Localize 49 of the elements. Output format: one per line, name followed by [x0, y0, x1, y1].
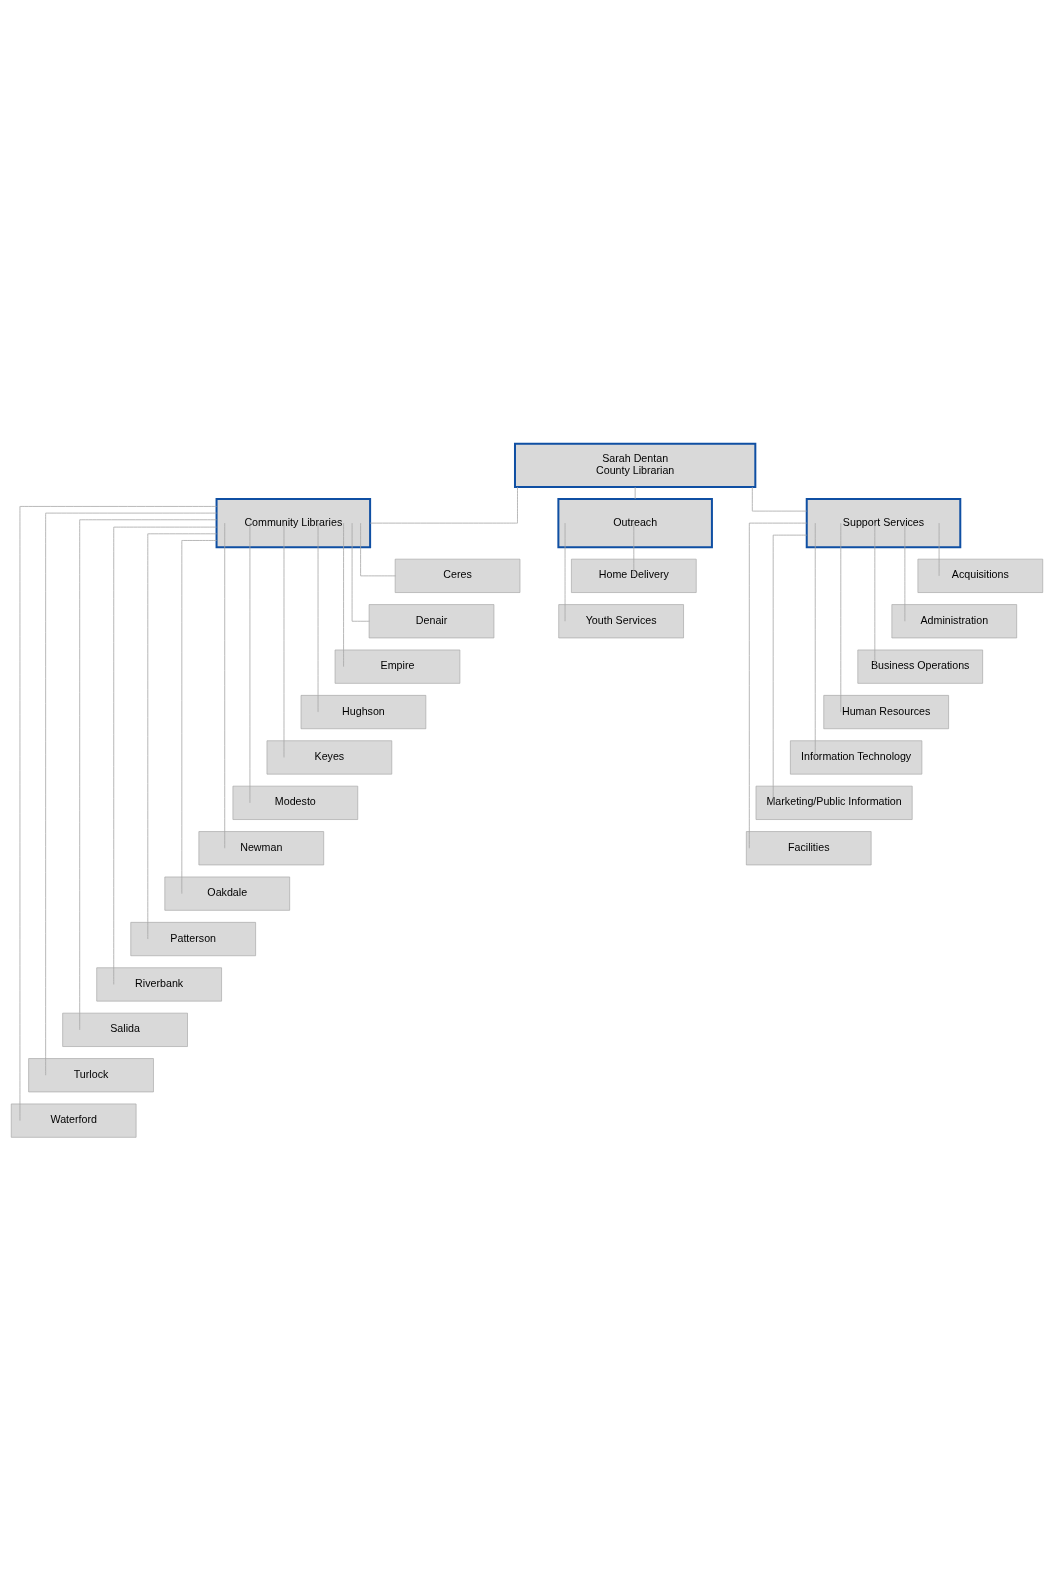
node-box: Marketing/Public Information [755, 785, 913, 820]
node-box: Youth Services [558, 604, 684, 639]
node-box: Human Resources [823, 695, 949, 730]
connector [772, 534, 808, 804]
node-box: Riverbank [96, 967, 222, 1002]
node-box: Patterson [130, 922, 256, 957]
connector [564, 522, 566, 622]
connector [343, 522, 344, 668]
node-box: Hughson [300, 695, 427, 730]
connector [181, 540, 217, 895]
connector [904, 522, 906, 622]
connector [147, 533, 217, 940]
node-box: Newman [198, 831, 325, 866]
node-box: Waterford [10, 1103, 137, 1138]
node-box: Ceres [394, 558, 521, 593]
node-box: Keyes [266, 740, 393, 775]
node-box: Modesto [232, 785, 359, 820]
node-box: Salida [62, 1012, 188, 1047]
connector [751, 486, 808, 512]
node-box: Oakdale [164, 876, 290, 911]
connector [283, 522, 285, 758]
node-box: Business Operations [857, 649, 983, 684]
node-box: Community Libraries [215, 498, 372, 549]
node-box: Outreach [557, 498, 713, 549]
node-box: Sarah Dentan County Librarian [514, 442, 757, 489]
connector [351, 522, 370, 622]
node-box: Acquisitions [917, 558, 1044, 593]
connector [45, 512, 217, 1076]
connector [874, 522, 876, 668]
node-box: Home Delivery [571, 558, 697, 593]
connector [814, 522, 816, 758]
connector [634, 486, 636, 500]
connector [317, 522, 319, 713]
node-box: Information Technology [790, 740, 923, 775]
node-box: Turlock [28, 1058, 154, 1093]
node-box: Denair [368, 604, 495, 639]
connector [840, 522, 842, 713]
node-box: Facilities [745, 831, 872, 866]
node-box: Empire [334, 649, 461, 684]
node-box: Support Services [805, 498, 962, 549]
connector [249, 522, 251, 804]
connector [748, 522, 808, 849]
connector [113, 526, 217, 985]
connector [79, 519, 217, 1031]
connector [19, 506, 217, 1122]
connector [369, 486, 518, 524]
connector [224, 522, 226, 849]
connector [360, 522, 396, 577]
node-box: Administration [891, 604, 1018, 639]
